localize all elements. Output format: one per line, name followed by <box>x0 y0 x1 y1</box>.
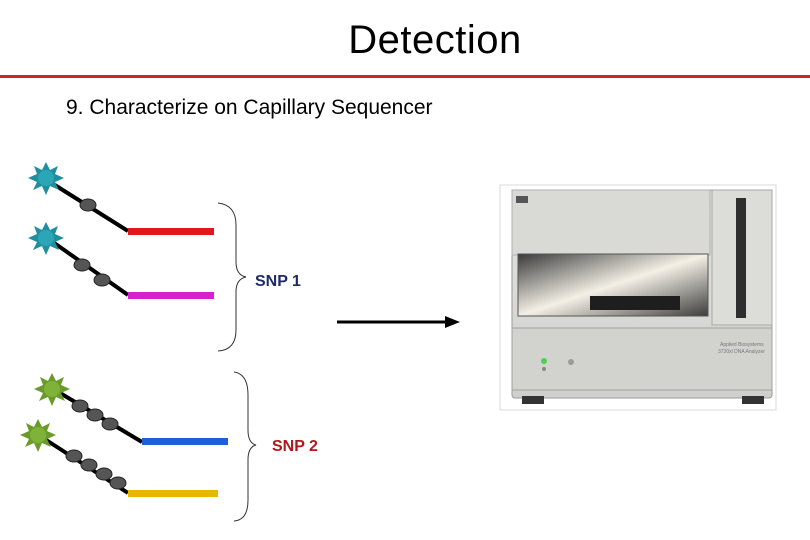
snp1-label: SNP 1 <box>255 273 301 290</box>
dye-icon <box>28 222 64 255</box>
instrument-brand: Applied Biosystems <box>720 342 764 348</box>
fragment-bar-blue <box>142 438 228 445</box>
dye-icon <box>28 162 64 195</box>
snp1-brace <box>217 202 247 352</box>
bead <box>86 408 104 422</box>
fragment-bar-yellow <box>128 490 218 497</box>
slide-title: Detection <box>348 18 522 62</box>
bead <box>93 273 111 287</box>
bead <box>65 449 83 463</box>
bead <box>80 458 98 472</box>
snp1-fragments <box>28 162 247 352</box>
sequencer-image: Applied Biosystems 3730xl DNA Analyzer <box>499 184 777 411</box>
snp2-label: SNP 2 <box>272 438 318 455</box>
fragment-1 <box>28 162 214 235</box>
arrow-icon <box>337 316 460 328</box>
snp2-fragments <box>20 371 257 522</box>
fragment-4 <box>20 419 218 497</box>
bead <box>79 198 97 212</box>
fragment-3 <box>34 373 228 445</box>
instrument-model: 3730xl DNA Analyzer <box>718 349 765 355</box>
fragment-bar-magenta <box>128 292 214 299</box>
snp2-brace <box>233 371 257 522</box>
bead <box>71 399 89 413</box>
bead <box>109 476 127 490</box>
bead <box>101 417 119 431</box>
title-underline <box>0 75 810 78</box>
bead <box>73 258 91 272</box>
fragment-2 <box>28 222 214 299</box>
dye-icon <box>20 419 56 452</box>
dye-icon <box>34 373 70 406</box>
step-text: 9. Characterize on Capillary Sequencer <box>66 96 433 119</box>
fragment-bar-red <box>128 228 214 235</box>
bead <box>95 467 113 481</box>
